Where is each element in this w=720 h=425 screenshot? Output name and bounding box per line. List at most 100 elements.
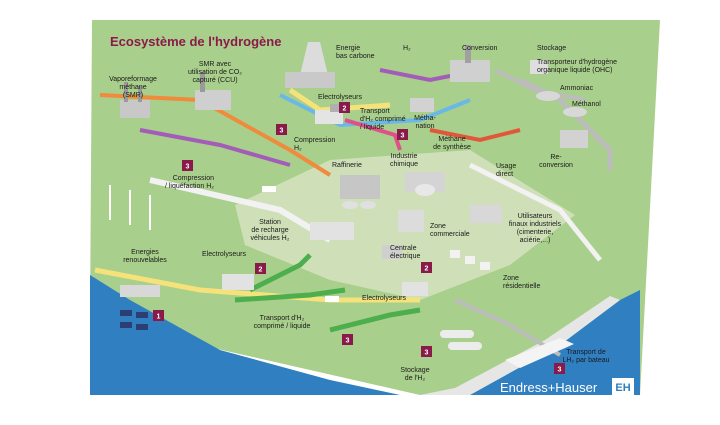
label-line: d'H₂ comprimé (360, 116, 406, 123)
label-line: (cimenterie, (517, 229, 554, 236)
label-stockage-top: Stockage (537, 45, 566, 52)
label-line: Vaporeformage (109, 76, 157, 83)
pipe-yellow-bottom (94, 267, 420, 303)
label-line: SMR avec (199, 61, 232, 68)
badge-renewables: 1 (153, 310, 164, 321)
badge-text: 3 (558, 367, 562, 374)
label-line: capturé (CCU) (192, 77, 237, 84)
badge-stockage: 3 (421, 346, 432, 357)
lh2-ship (505, 338, 574, 368)
label-line: organique liquide (OHC) (537, 67, 612, 74)
methanol-tank (563, 107, 587, 117)
label-line: Electrolyseurs (362, 295, 406, 302)
label-line: renouvelables (123, 257, 167, 264)
road-secondary (468, 162, 602, 262)
label-h2-top: H₂ (403, 45, 411, 52)
pipe-green-bottom (248, 253, 312, 293)
label-compression-liquefaction: Compression/ liquéfaction H₂ (165, 175, 214, 190)
refinery (340, 175, 380, 209)
power-station (382, 245, 402, 259)
truck-bottom (325, 296, 339, 302)
label-line: H₂ (403, 45, 411, 52)
diagram-title: Ecosystème de l'hydrogène (110, 34, 281, 49)
conversion-plant (450, 45, 490, 82)
label-line: nation (415, 123, 434, 130)
badge-text: 3 (186, 164, 190, 171)
label-line: commerciale (430, 231, 470, 238)
brand-name: Endress+Hauser (500, 380, 598, 395)
pipe-green-transport (234, 287, 346, 303)
label-line: Méthanol (572, 101, 601, 108)
label-line: Transport de (566, 349, 606, 356)
label-line: Usage (496, 163, 516, 170)
brand-logo: EH (612, 378, 634, 396)
label-line: Conversion (462, 45, 498, 52)
label-line: Station (259, 219, 281, 226)
label-reconversion: Re-conversion (539, 154, 573, 169)
label-line: de synthèse (433, 144, 471, 151)
badge-electrolyseurs-mid: 2 (255, 263, 266, 274)
truck-top (262, 186, 276, 192)
label-line: Stockage (400, 367, 429, 374)
badge-text: 3 (401, 133, 405, 140)
label-line: Energie (336, 45, 360, 52)
badge-text: 3 (280, 128, 284, 135)
label-line: Ammoniac (560, 85, 594, 92)
badge-compression-liquefaction: 3 (182, 160, 193, 171)
label-methanation: Métha-nation (414, 115, 436, 130)
label-methanol: Méthanol (572, 101, 601, 108)
chemical-industry (405, 172, 445, 196)
label-line: Stockage (537, 45, 566, 52)
hydro-dam (120, 285, 160, 297)
label-line: Transport (360, 108, 390, 115)
commercial-zone-building (398, 210, 424, 232)
badge-text: 2 (425, 266, 429, 273)
label-line: de l'H₂ (405, 375, 426, 382)
label-line: utilisation de CO₂ (188, 69, 242, 76)
label-line: Métha- (414, 115, 436, 122)
label-line: Utilisateurs (518, 213, 553, 220)
badge-text: 1 (157, 314, 161, 321)
plant-smr (120, 82, 150, 118)
label-line: comprimé / liquide (254, 323, 311, 330)
badge-text: 2 (343, 106, 347, 113)
label-line: chimique (390, 161, 418, 168)
reconversion-plant (560, 130, 588, 148)
label-raffinerie: Raffinerie (332, 162, 362, 169)
label-line: Raffinerie (332, 162, 362, 169)
pipe-green-quay (329, 307, 421, 333)
label-line: Re- (550, 154, 562, 161)
methanation-plant (410, 98, 434, 112)
water-sea (470, 290, 640, 395)
electrolyser-top (315, 104, 343, 124)
label-line: H₂ (294, 145, 302, 152)
label-line: finaux industriels (509, 221, 562, 228)
residential-zone (450, 250, 490, 270)
label-line: aciérie,...) (520, 237, 551, 244)
pipe-blue-top (279, 93, 471, 128)
label-line: Centrale (390, 245, 417, 252)
filling-station (310, 222, 354, 240)
badge-text: 3 (425, 350, 429, 357)
label-line: Méthane (438, 136, 465, 143)
lh2-storage-tanks (440, 330, 482, 350)
badge-text: 2 (259, 267, 263, 274)
electrolyser-bottom (402, 282, 428, 296)
label-electrolyseurs-bottom: Electrolyseurs (362, 295, 406, 302)
badge-electrolyseurs-bottom: 2 (421, 262, 432, 273)
label-line: LH₂ par bateau (562, 357, 609, 364)
label-line: bas carbone (336, 53, 375, 60)
badge-electrolyseurs-top: 2 (339, 102, 350, 113)
label-line: direct (496, 171, 513, 178)
